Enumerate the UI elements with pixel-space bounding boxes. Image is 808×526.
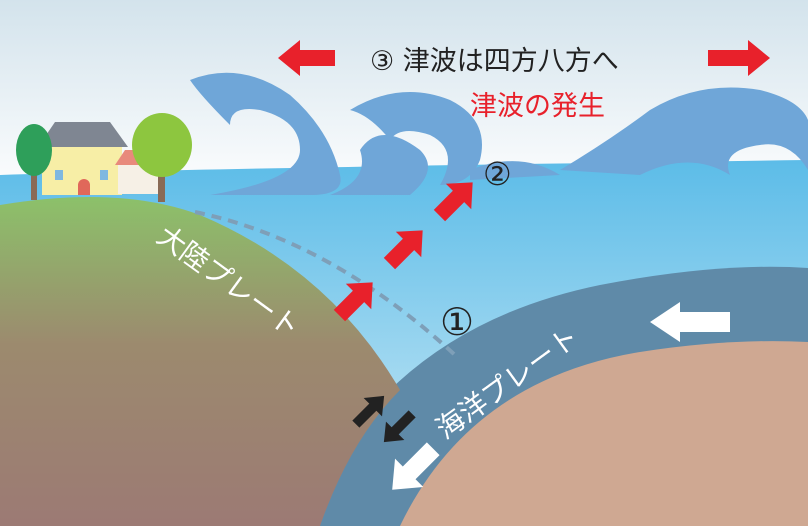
arrow-left-icon (278, 40, 335, 76)
step2-label: ② (483, 155, 512, 193)
oceanic-mantle (400, 341, 808, 526)
plate-boundary-dashed-line (194, 210, 457, 357)
tsunami-waves (190, 72, 808, 195)
tree-right (132, 113, 192, 202)
tsunami-generation-label: 津波の発生 (470, 91, 605, 122)
white-arrow-left-icon (650, 302, 730, 342)
tree-left (16, 124, 52, 200)
white-arrow-down-icon (392, 442, 440, 490)
uplift-arrows (333, 182, 473, 322)
plate-movement-arrows (352, 395, 416, 443)
step3-label: ③ 津波は四方八方へ (370, 46, 619, 77)
continental-plate (0, 197, 400, 526)
red-arrow-icon (383, 230, 423, 270)
red-arrow-icon (433, 182, 473, 222)
step1-label: ① (440, 300, 474, 344)
red-arrow-icon (333, 282, 373, 322)
black-arrow-down-icon (383, 410, 416, 443)
arrow-right-icon (708, 40, 770, 76)
black-arrow-up-icon (352, 395, 385, 428)
